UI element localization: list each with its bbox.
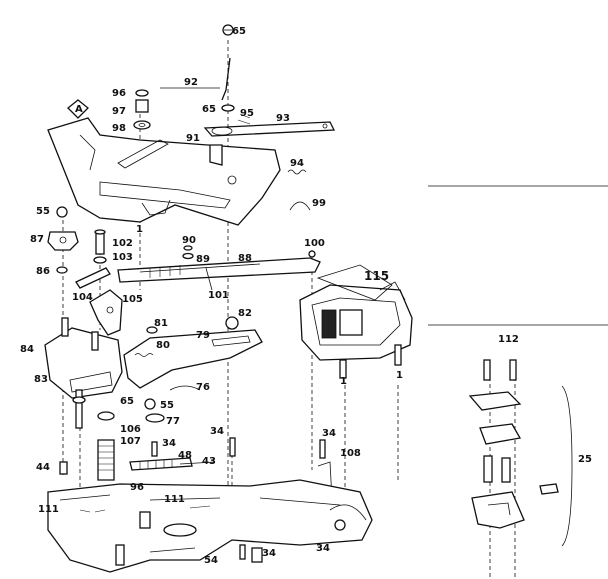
label-115: 115 — [364, 269, 389, 283]
label-83: 83 — [34, 374, 48, 385]
part-94-spring — [287, 169, 307, 175]
label-1-b: 1 — [340, 376, 347, 387]
part-91-plate — [47, 117, 281, 226]
part-88-bar — [117, 245, 321, 291]
part-labels: 65 92 96 97 98 65 95 93 A 91 94 99 55 87… — [20, 26, 592, 566]
label-98: 98 — [112, 123, 126, 134]
label-A: A — [75, 104, 83, 115]
label-82: 82 — [238, 308, 252, 319]
label-54: 54 — [204, 555, 218, 566]
label-79: 79 — [196, 330, 210, 341]
label-34-a: 34 — [162, 438, 176, 449]
part-44-screw — [59, 461, 68, 475]
label-84: 84 — [20, 344, 34, 355]
label-1-a: 1 — [136, 224, 143, 235]
label-91: 91 — [186, 133, 200, 144]
label-96-lower: 96 — [130, 482, 144, 493]
part-79-plate — [123, 316, 263, 389]
part-96-97-98-stack — [133, 89, 151, 130]
base-chassis — [47, 479, 373, 573]
part-105-bracket — [89, 289, 123, 336]
label-101: 101 — [208, 290, 229, 301]
label-34-b: 34 — [210, 426, 224, 437]
label-102: 102 — [112, 238, 133, 249]
part-102-103-screw — [93, 229, 107, 264]
label-76: 76 — [196, 382, 210, 393]
part-100-pin — [308, 250, 316, 258]
label-34-e: 34 — [316, 543, 330, 554]
label-99: 99 — [312, 198, 326, 209]
part-99-clip — [289, 201, 311, 211]
part-48-43-rack — [129, 457, 216, 471]
part-76-77 — [144, 385, 201, 423]
label-77: 77 — [166, 416, 180, 427]
label-111-mid: 111 — [164, 494, 185, 505]
part-65-screw-top — [222, 24, 234, 36]
label-112: 112 — [498, 334, 519, 345]
part-115-housing — [299, 264, 413, 379]
part-55-87-86-left — [47, 206, 79, 274]
label-87: 87 — [30, 234, 44, 245]
label-1-c: 1 — [396, 370, 403, 381]
part-112-25-assembly — [428, 185, 608, 547]
part-92-rod — [160, 57, 231, 101]
label-103: 103 — [112, 252, 133, 263]
part-93-lever — [203, 104, 336, 137]
label-48: 48 — [178, 450, 192, 461]
label-104: 104 — [72, 292, 93, 303]
label-55-left: 55 — [36, 206, 50, 217]
label-96-top: 96 — [112, 88, 126, 99]
part-104-link — [75, 267, 111, 289]
label-95: 95 — [240, 108, 254, 119]
label-108: 108 — [340, 448, 361, 459]
label-97: 97 — [112, 106, 126, 117]
label-65-mid: 65 — [202, 104, 216, 115]
label-89: 89 — [196, 254, 210, 265]
label-92: 92 — [184, 77, 198, 88]
label-43: 43 — [202, 456, 216, 467]
label-93: 93 — [276, 113, 290, 124]
part-84-83-plate — [44, 317, 123, 429]
label-81: 81 — [154, 318, 168, 329]
label-106: 106 — [120, 424, 141, 435]
label-65-lower: 65 — [120, 396, 134, 407]
label-107: 107 — [120, 436, 141, 447]
label-44: 44 — [36, 462, 50, 473]
label-100: 100 — [304, 238, 325, 249]
label-88: 88 — [238, 253, 252, 264]
part-A-diamond — [67, 99, 89, 119]
label-34-d: 34 — [262, 548, 276, 559]
label-80: 80 — [156, 340, 170, 351]
label-90: 90 — [182, 235, 196, 246]
label-111-left: 111 — [38, 504, 59, 515]
label-105: 105 — [122, 294, 143, 305]
label-25: 25 — [578, 454, 592, 465]
label-34-c: 34 — [322, 428, 336, 439]
label-94: 94 — [290, 158, 304, 169]
label-55-lower: 55 — [160, 400, 174, 411]
label-65-top: 65 — [232, 26, 246, 37]
label-86: 86 — [36, 266, 50, 277]
part-106-107-spring — [97, 411, 115, 481]
